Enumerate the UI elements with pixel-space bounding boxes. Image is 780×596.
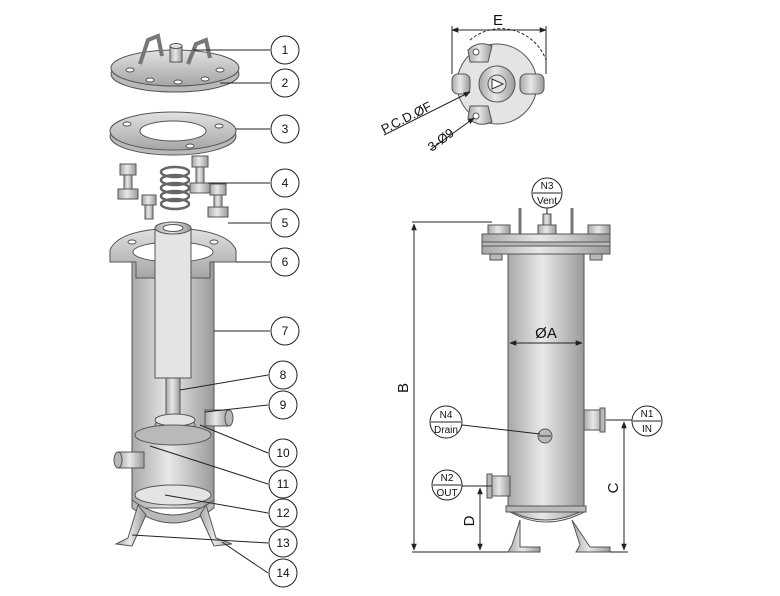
svg-text:Vent: Vent — [537, 196, 557, 207]
dim-holes-label: 3-Ø9 — [425, 125, 457, 154]
svg-text:8: 8 — [280, 368, 287, 382]
exploded-view: 1 2 3 4 5 6 7 8 9 10 11 12 13 14 — [109, 33, 300, 588]
callout-3: 3 — [270, 114, 300, 144]
top-cover-plate — [110, 33, 240, 93]
svg-text:N3: N3 — [541, 181, 554, 192]
callout-1: 1 — [270, 35, 300, 65]
callout-leaders — [131, 49, 270, 574]
svg-text:3: 3 — [282, 122, 289, 136]
svg-text:N1: N1 — [641, 409, 654, 420]
svg-text:10: 10 — [276, 446, 290, 460]
dim-c-label: C — [605, 482, 622, 493]
svg-text:14: 14 — [276, 566, 290, 580]
callout-bubbles: 1 2 3 4 5 6 7 8 9 10 11 12 13 14 — [268, 35, 300, 588]
svg-text:1: 1 — [282, 43, 289, 57]
housing-body — [109, 221, 237, 547]
dim-d-label: D — [461, 515, 478, 526]
dim-pcd-label: P.C.D.ØF — [379, 98, 435, 136]
svg-text:6: 6 — [282, 255, 289, 269]
callout-12: 12 — [268, 498, 298, 528]
svg-text:IN: IN — [642, 424, 652, 435]
nozzle-tag-n4: N4 Drain — [429, 405, 463, 439]
callout-5: 5 — [270, 208, 300, 238]
svg-text:7: 7 — [282, 324, 289, 338]
svg-text:4: 4 — [282, 176, 289, 190]
svg-text:5: 5 — [282, 216, 289, 230]
callout-8: 8 — [268, 360, 298, 390]
dim-a-label: ØA — [535, 325, 557, 342]
callout-13: 13 — [268, 528, 298, 558]
callout-11: 11 — [268, 469, 298, 499]
dim-e-label: E — [493, 12, 503, 29]
callout-4: 4 — [270, 168, 300, 198]
svg-text:9: 9 — [280, 398, 287, 412]
dim-b-label: B — [395, 383, 412, 393]
callout-9: 9 — [268, 390, 298, 420]
nozzle-tag-n3: N3 Vent — [531, 177, 563, 209]
svg-text:N4: N4 — [440, 410, 453, 421]
svg-text:11: 11 — [277, 477, 290, 491]
svg-text:13: 13 — [276, 536, 290, 550]
callout-2: 2 — [270, 68, 300, 98]
svg-text:OUT: OUT — [436, 488, 457, 499]
svg-text:N2: N2 — [441, 473, 454, 484]
callout-10: 10 — [268, 438, 298, 468]
callout-14: 14 — [268, 558, 298, 588]
svg-text:Drain: Drain — [434, 425, 458, 436]
top-view: E P.C.D.ØF 3-Ø9 — [379, 12, 547, 154]
svg-text:2: 2 — [282, 76, 289, 90]
nozzle-tag-n2: N2 OUT — [431, 469, 463, 501]
callout-7: 7 — [270, 316, 300, 346]
elevation-view: ØA B C D N3 Vent N4 Drain — [395, 177, 663, 553]
nozzle-tag-n1: N1 IN — [631, 405, 663, 437]
svg-text:12: 12 — [276, 506, 290, 520]
gasket — [109, 111, 237, 156]
callout-6: 6 — [270, 247, 300, 277]
bolts-and-spring — [117, 155, 229, 220]
